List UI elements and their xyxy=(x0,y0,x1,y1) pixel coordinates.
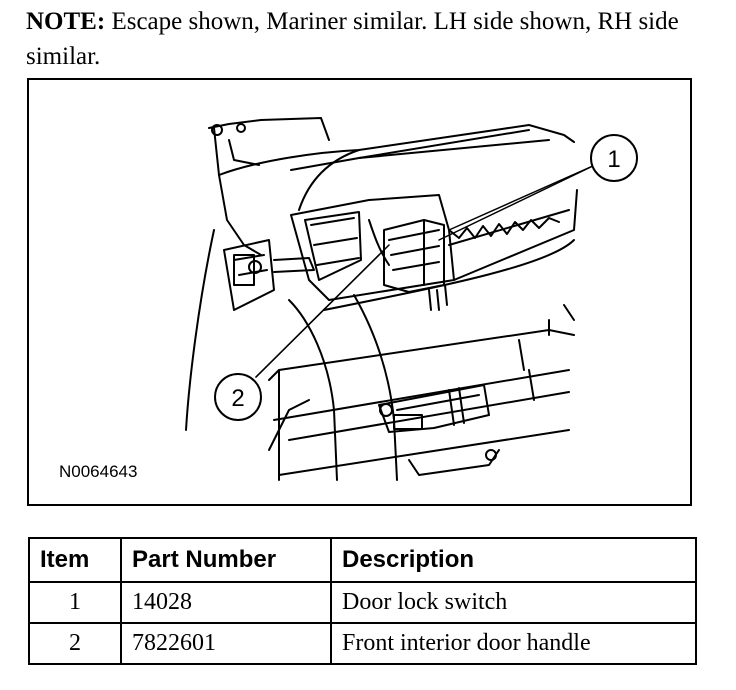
note-text: NOTE: Escape shown, Mariner similar. LH … xyxy=(26,4,716,74)
parts-table: Item Part Number Description 1 14028 Doo… xyxy=(28,537,697,665)
door-line-drawing xyxy=(185,117,596,481)
note-body: Escape shown, Mariner similar. LH side s… xyxy=(26,8,679,70)
note-label: NOTE: xyxy=(26,8,106,35)
cell-item: 2 xyxy=(28,622,122,665)
cell-description: Front interior door handle xyxy=(330,622,697,665)
table-row: 2 7822601 Front interior door handle xyxy=(28,622,697,665)
header-item: Item xyxy=(28,537,122,583)
header-part-number: Part Number xyxy=(120,537,332,583)
table-header-row: Item Part Number Description xyxy=(28,537,697,583)
cell-item: 1 xyxy=(28,581,122,624)
figure-id: N0064643 xyxy=(59,462,138,481)
table-row: 1 14028 Door lock switch xyxy=(28,581,697,624)
cell-part-number: 14028 xyxy=(120,581,332,624)
header-description: Description xyxy=(330,537,697,583)
door-illustration: 1 2 N0064643 xyxy=(27,78,692,506)
cell-description: Door lock switch xyxy=(330,581,697,624)
cell-part-number: 7822601 xyxy=(120,622,332,665)
